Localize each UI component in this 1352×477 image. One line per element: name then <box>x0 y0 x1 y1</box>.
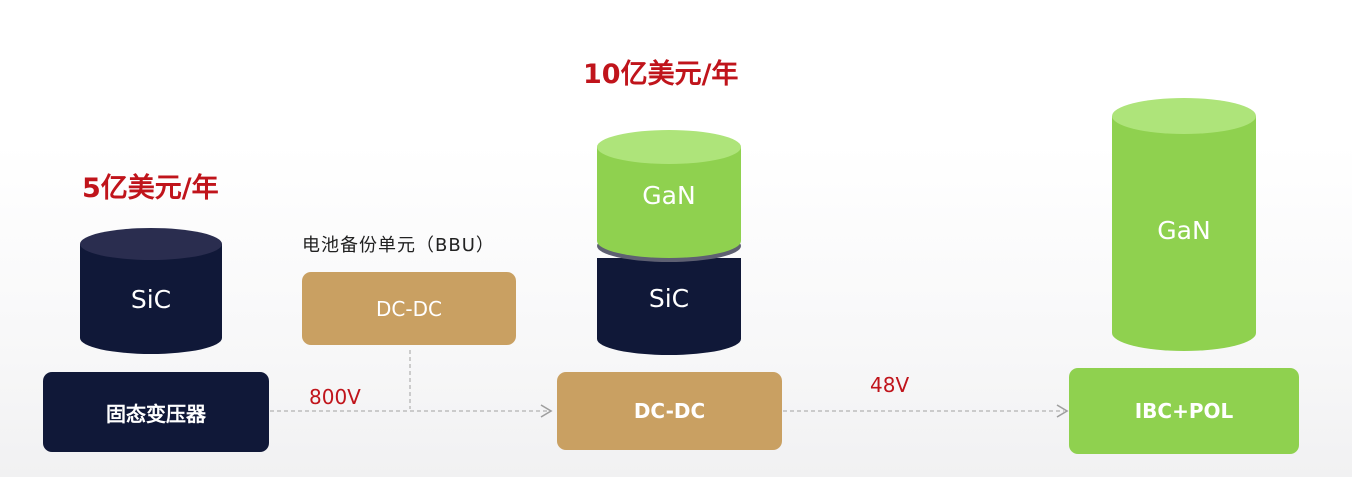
voltage-48v-label: 48V <box>870 373 910 397</box>
gan-cylinder-right-label: GaN <box>1157 216 1211 245</box>
gan-cylinder-right-shape <box>1112 98 1256 351</box>
sic-cylinder-left-shape <box>80 228 222 354</box>
solid-state-transformer-box: 固态变压器 <box>43 372 269 452</box>
center-dcdc-box: DC-DC <box>557 372 782 450</box>
market-size-total: 10亿美元/年 <box>583 59 739 90</box>
sic-cylinder-center-label: SiC <box>648 284 690 313</box>
arrow-800v-head <box>540 404 553 418</box>
ibc-pol-box: IBC+POL <box>1069 368 1299 454</box>
center-cylinder-stack: GaN SiC <box>597 130 741 355</box>
gan-cylinder-right: GaN <box>1112 98 1256 351</box>
bbu-dcdc-box: DC-DC <box>302 272 516 345</box>
sic-cylinder-left-label: SiC <box>130 285 172 314</box>
market-size-sic: 5亿美元/年 <box>82 173 219 204</box>
center-cylinder-shape <box>597 130 741 355</box>
bbu-caption: 电池备份单元（BBU） <box>302 235 495 256</box>
gan-cylinder-center-label: GaN <box>642 181 696 210</box>
voltage-800v-label: 800V <box>309 385 361 409</box>
sic-cylinder-left: SiC <box>80 228 222 354</box>
arrow-48v-head <box>1056 404 1069 418</box>
